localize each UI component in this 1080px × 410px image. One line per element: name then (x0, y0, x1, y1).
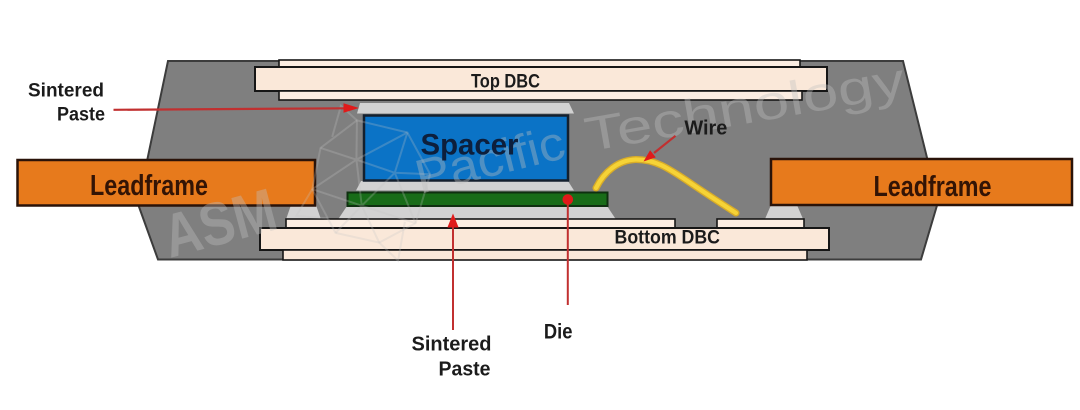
svg-text:Paste: Paste (439, 358, 491, 381)
svg-text:Wire: Wire (684, 118, 727, 140)
svg-text:Paste: Paste (57, 105, 105, 126)
svg-text:Sintered: Sintered (412, 333, 492, 356)
svg-text:Die: Die (544, 320, 573, 343)
svg-text:Spacer: Spacer (421, 129, 519, 162)
svg-text:Bottom DBC: Bottom DBC (615, 228, 721, 249)
svg-text:Leadframe: Leadframe (874, 171, 992, 203)
svg-text:Sintered: Sintered (28, 81, 104, 102)
svg-text:Top DBC: Top DBC (471, 72, 540, 93)
svg-text:Leadframe: Leadframe (90, 170, 208, 202)
